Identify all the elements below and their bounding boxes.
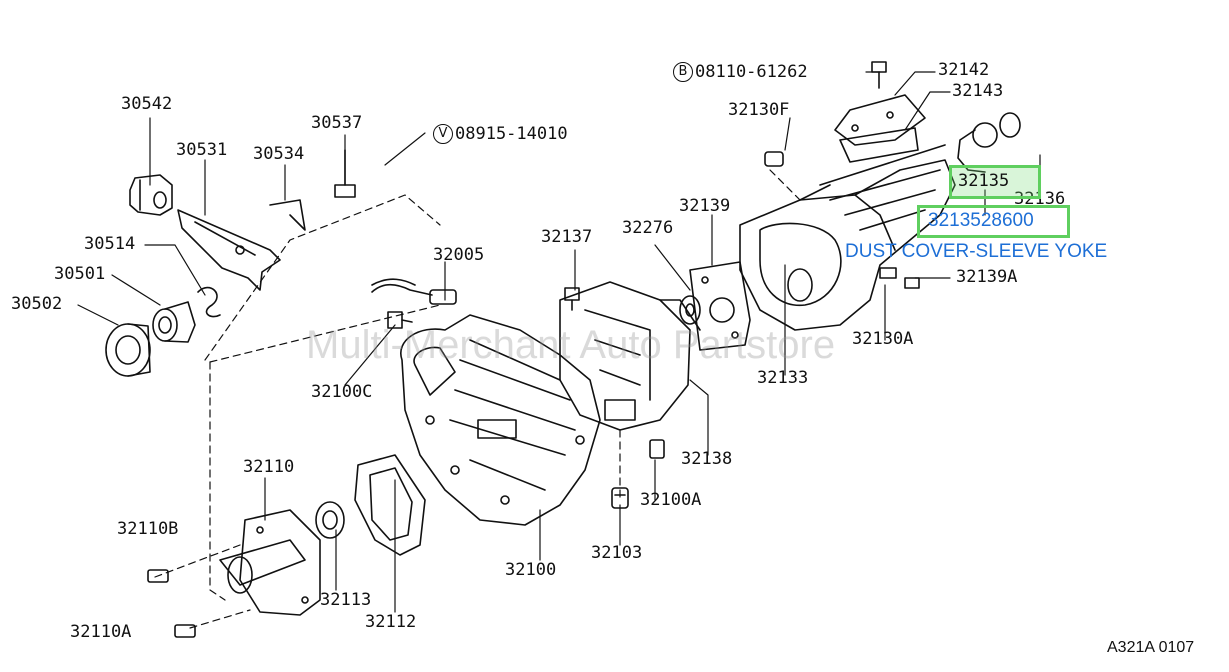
figure-code: A321A 0107 (1107, 639, 1195, 656)
housing-32100 (400, 314, 601, 526)
part-label-32139a[interactable]: 32139A (956, 267, 1018, 287)
part-label-30501[interactable]: 30501 (54, 264, 106, 284)
breather-32103 (611, 487, 629, 509)
bearing-32276 (679, 295, 701, 325)
part-label-30502[interactable]: 30502 (11, 294, 63, 314)
highlight-box-part-number[interactable] (917, 205, 1070, 238)
highlight-part-number[interactable]: 3213528600 (928, 210, 1034, 231)
bolt-32100c (387, 311, 413, 329)
gasket-32139 (689, 261, 751, 351)
part-label-32103[interactable]: 32103 (591, 543, 643, 563)
bolt-32137 (564, 287, 580, 311)
transmission-case (559, 281, 701, 431)
bearing-30502 (105, 323, 151, 377)
part-label-30531[interactable]: 30531 (176, 140, 228, 160)
sleeve-30501 (152, 301, 196, 343)
part-label-32130a[interactable]: 32130A (852, 329, 914, 349)
part-label-32113[interactable]: 32113 (320, 590, 372, 610)
part-label-32100a[interactable]: 32100A (640, 490, 702, 510)
spring-30534 (269, 199, 306, 231)
part-label-32110b[interactable]: 32110B (117, 519, 179, 539)
bolts-32139a (879, 267, 920, 289)
leader-lines (77, 71, 1041, 613)
gasket-32112 (354, 454, 426, 556)
watermark: Multi-Merchant Auto Partstore (306, 323, 836, 367)
part-label-32005[interactable]: 32005 (433, 245, 485, 265)
switch-32005 (371, 278, 457, 305)
bolt-08110 (871, 61, 887, 89)
callout-bolt-b-number: 08110-61262 (695, 62, 808, 82)
part-label-32112[interactable]: 32112 (365, 612, 417, 632)
part-label-32133[interactable]: 32133 (757, 368, 809, 388)
plug-32138 (649, 439, 665, 459)
part-label-32130f[interactable]: 32130F (728, 100, 790, 120)
part-label-30537[interactable]: 30537 (311, 113, 363, 133)
callout-bolt-v-number: 08915-14010 (455, 124, 568, 144)
dust-cover-32135 (957, 112, 1021, 173)
part-32130f (764, 151, 784, 167)
part-label-32137[interactable]: 32137 (541, 227, 593, 247)
release-fork-30531 (177, 209, 281, 291)
part-label-32110a[interactable]: 32110A (70, 622, 132, 642)
part-label-30514[interactable]: 30514 (84, 234, 136, 254)
top-cover-32142 (834, 94, 926, 163)
boot-30542 (129, 174, 173, 216)
part-label-32276[interactable]: 32276 (622, 218, 674, 238)
bolt-32110a (174, 624, 196, 638)
highlight-part-label[interactable]: 32135 (958, 171, 1010, 191)
assembly-dashed-lines (154, 169, 801, 629)
part-label-32139[interactable]: 32139 (679, 196, 731, 216)
part-label-32136[interactable]: 32136 (1014, 189, 1066, 209)
seal-32113 (315, 501, 345, 539)
part-label-32100[interactable]: 32100 (505, 560, 557, 580)
bolt-32110b (147, 569, 169, 583)
highlight-box-32135[interactable] (949, 165, 1041, 199)
part-label-30534[interactable]: 30534 (253, 144, 305, 164)
part-label-32142[interactable]: 32142 (938, 60, 990, 80)
clip-30514 (197, 286, 221, 318)
part-label-32138[interactable]: 32138 (681, 449, 733, 469)
circle-v-icon: V (433, 124, 453, 144)
circle-b-icon: B (673, 62, 693, 82)
part-label-32100c[interactable]: 32100C (311, 382, 373, 402)
highlight-description: DUST COVER-SLEEVE YOKE (845, 241, 1108, 262)
extension-housing (739, 144, 956, 331)
part-label-32110[interactable]: 32110 (243, 457, 295, 477)
pivot-30537 (334, 149, 356, 198)
front-cover-32110 (219, 509, 321, 616)
part-label-30542[interactable]: 30542 (121, 94, 173, 114)
part-label-32143[interactable]: 32143 (952, 81, 1004, 101)
